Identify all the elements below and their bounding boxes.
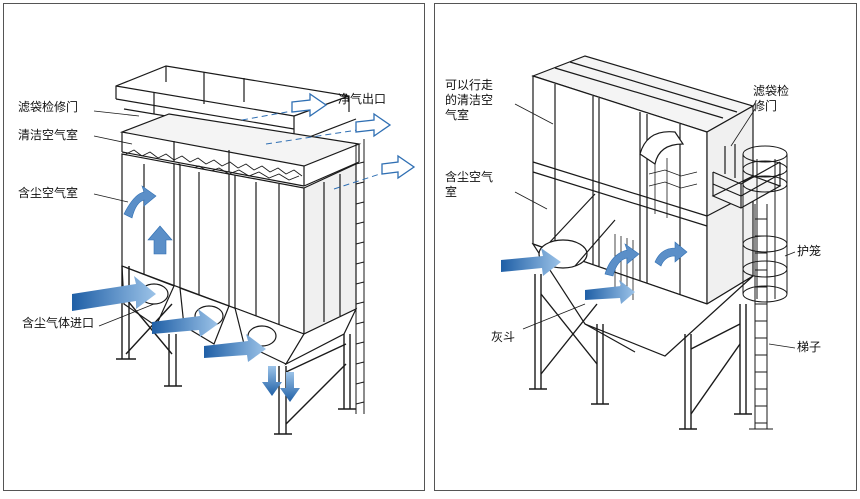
hopper [531,242,754,357]
support-legs [116,266,356,435]
leader-lines [93,110,155,327]
label-dust-air-chamber-right: 含尘空气 室 [445,170,494,199]
leader-lines [514,103,796,349]
label-cage: 护笼 [797,244,822,258]
label-clean-air-chamber: 清洁空气室 [18,128,79,142]
support-legs [529,274,752,430]
label-ash-hopper: 灰斗 [491,330,516,344]
discharge-arrows [262,366,300,402]
left-collector-drawing [72,65,416,435]
label-dust-gas-inlet: 含尘气体进口 [22,316,95,330]
clean-air-flow-lines [241,107,387,190]
label-walkable-clean-chamber: 可以行走 的清洁空 气室 [445,78,494,122]
inlet-arrows [72,276,266,362]
label-filter-bag-door-right: 滤袋检 修门 [753,84,790,113]
label-filter-bag-door: 滤袋检修门 [18,100,79,114]
clean-air-plenum [119,113,362,187]
housing [121,153,357,335]
inlet-arrows [501,248,635,304]
right-collector-drawing [501,55,796,430]
duct-elbow [639,131,685,165]
right-diagram-panel: 可以行走 的清洁空 气室 含尘空气 室 滤袋检 修门 护笼 梯子 灰斗 [434,3,857,491]
internal-flow-arrows [123,185,173,255]
left-diagram-panel: 滤袋检修门 清洁空气室 含尘空气室 净气出口 含尘气体进口 [3,3,425,491]
service-platform [711,144,782,209]
top-railing [115,65,357,154]
label-dust-air-chamber: 含尘空气室 [18,186,79,200]
ladder [749,204,773,430]
label-ladder: 梯子 [797,340,822,354]
outlet-arrows [291,92,416,180]
label-clean-air-outlet: 净气出口 [338,92,387,106]
internal-flow-arrows [604,241,688,277]
side-ladder [355,139,365,414]
